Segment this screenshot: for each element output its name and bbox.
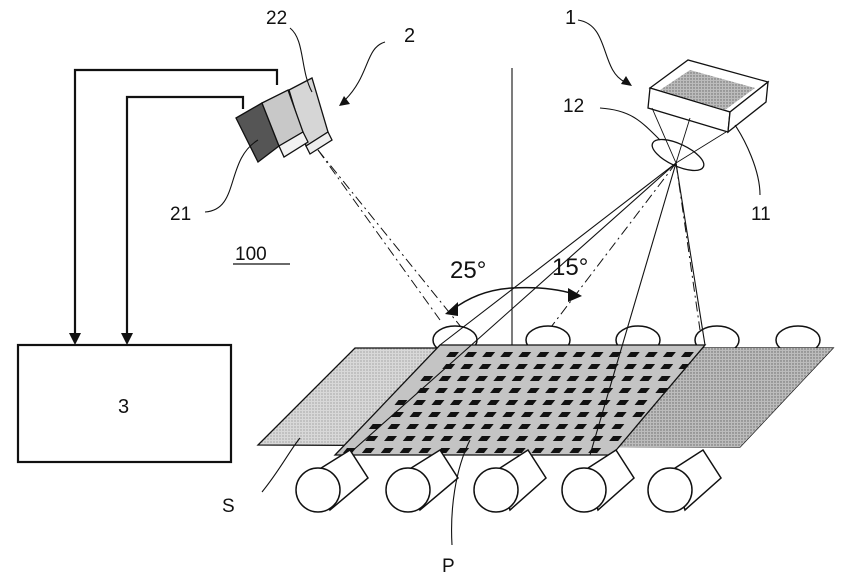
label-100: 100 <box>235 244 267 265</box>
roller-4 <box>562 450 634 512</box>
angle-right-label: 15° <box>552 254 588 281</box>
label-11: 11 <box>751 204 771 225</box>
roller-5 <box>648 450 721 512</box>
camera-unit <box>236 78 332 162</box>
rollers-front <box>296 450 721 512</box>
arrow-head-left <box>69 333 81 345</box>
leader-12 <box>600 108 660 140</box>
controller-wires <box>75 70 277 335</box>
leader-21 <box>205 140 258 212</box>
roller-2 <box>386 450 458 512</box>
lens <box>648 133 708 177</box>
projector-optical-axes <box>545 163 700 335</box>
roller-1 <box>296 450 368 512</box>
label-3: 3 <box>118 396 129 418</box>
roller-3 <box>474 450 546 512</box>
leader-2 <box>345 42 385 100</box>
label-2: 2 <box>404 25 415 47</box>
leader-p <box>452 440 470 545</box>
label-p: P <box>442 556 455 577</box>
projector <box>648 60 768 132</box>
label-22: 22 <box>266 8 287 29</box>
angle-arc-left <box>445 288 512 316</box>
arrow-head-right <box>121 333 133 345</box>
leader-s <box>262 438 300 492</box>
label-1: 1 <box>565 7 576 29</box>
label-12: 12 <box>563 96 584 117</box>
leader-11 <box>735 125 760 195</box>
angle-left-label: 25° <box>450 257 486 284</box>
label-21: 21 <box>170 204 191 225</box>
leader-1 <box>578 20 625 82</box>
label-s: S <box>222 496 235 517</box>
